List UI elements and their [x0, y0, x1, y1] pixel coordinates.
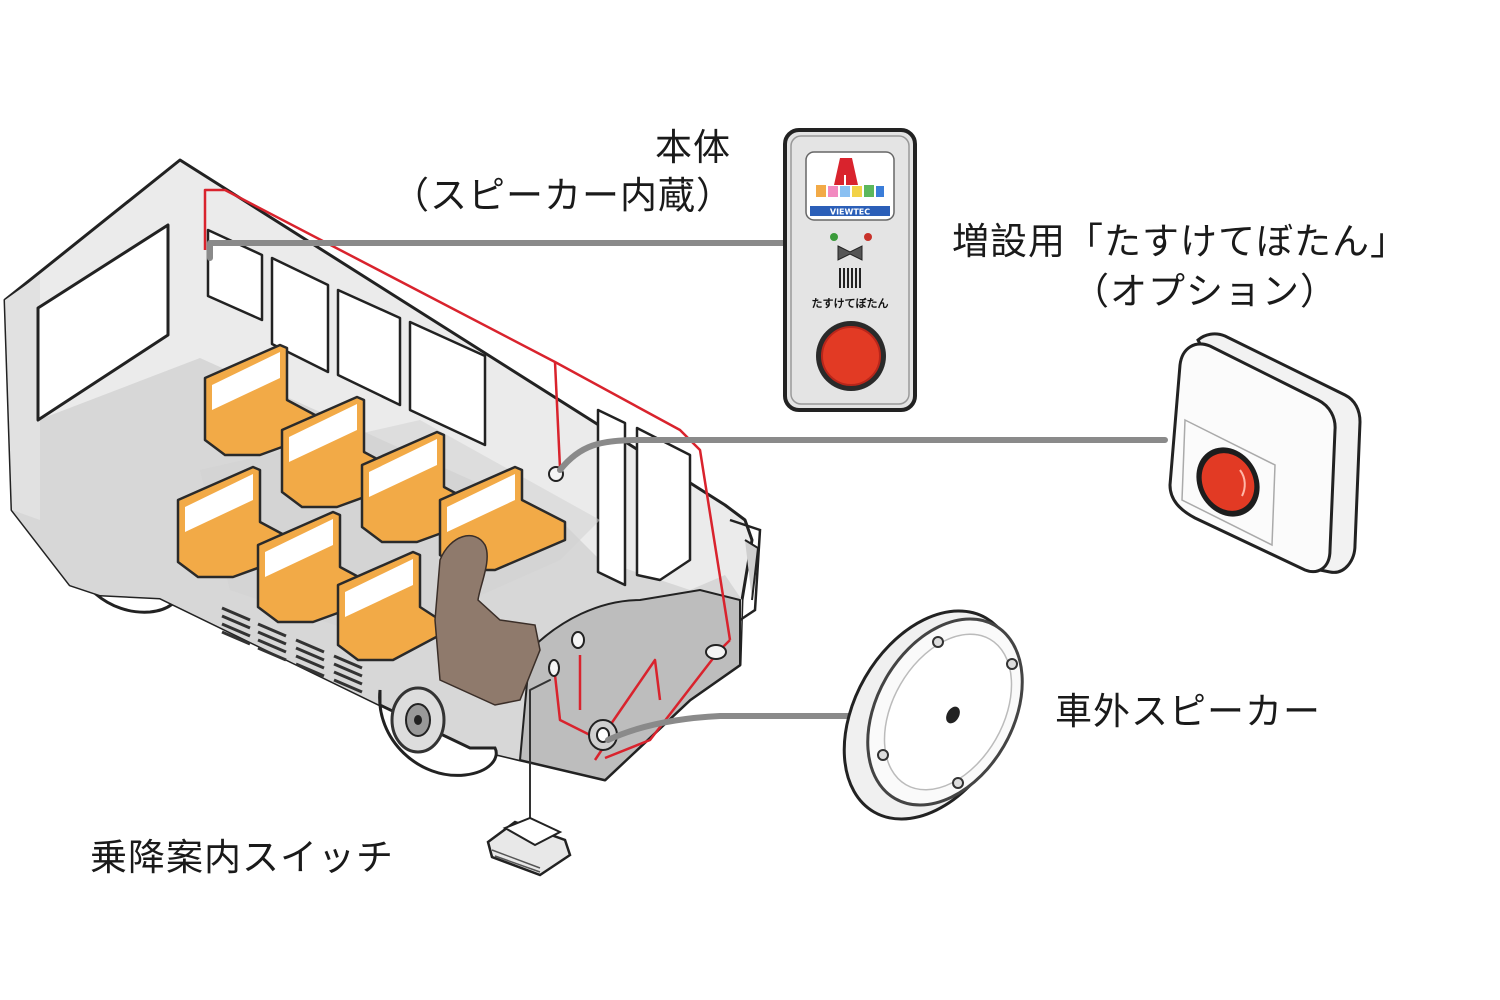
- passenger-seats: [176, 343, 567, 662]
- extra-button-sublabel: （オプション）: [1072, 270, 1338, 313]
- extra-button-label: 増設用「たすけてぼたん」: [952, 220, 1408, 263]
- main-unit-label: 本体: [655, 126, 731, 169]
- front-wheel: [378, 686, 498, 777]
- side-windows: [206, 228, 692, 587]
- grille-slots-icon: [839, 268, 861, 288]
- connection-cables: [207, 240, 1168, 826]
- wiring-terminals: [548, 466, 727, 751]
- brand-logo-text: VIEWTEC: [830, 208, 870, 217]
- button-caption: たすけてぼたん: [812, 297, 889, 310]
- bus-illustration: [3, 158, 762, 782]
- speaker-center-icon: [946, 706, 960, 724]
- cable-main-unit: [207, 240, 793, 261]
- boarding-switch-label: 乗降案内スイッチ: [90, 836, 394, 879]
- main-unit-device: VIEWTEC たすけてぼたん: [783, 128, 917, 412]
- rear-window: [36, 223, 170, 422]
- external-speaker-device: [842, 609, 1024, 821]
- driver-seat: [434, 535, 541, 706]
- cable-external-speaker: [605, 713, 858, 743]
- side-vents: [221, 606, 363, 694]
- cable-extra-button: [557, 437, 1168, 473]
- boarding-switch-device: [486, 816, 572, 877]
- led-red-icon: [864, 233, 872, 241]
- speaker-grille-icon: [837, 245, 863, 261]
- extra-red-button[interactable]: [1191, 444, 1264, 521]
- extra-help-button-device: [1168, 332, 1362, 574]
- cable-boarding-switch: [529, 679, 551, 826]
- led-green-icon: [830, 233, 838, 241]
- external-speaker-label: 車外スピーカー: [1055, 690, 1321, 733]
- main-unit-sublabel: （スピーカー内蔵）: [392, 174, 734, 217]
